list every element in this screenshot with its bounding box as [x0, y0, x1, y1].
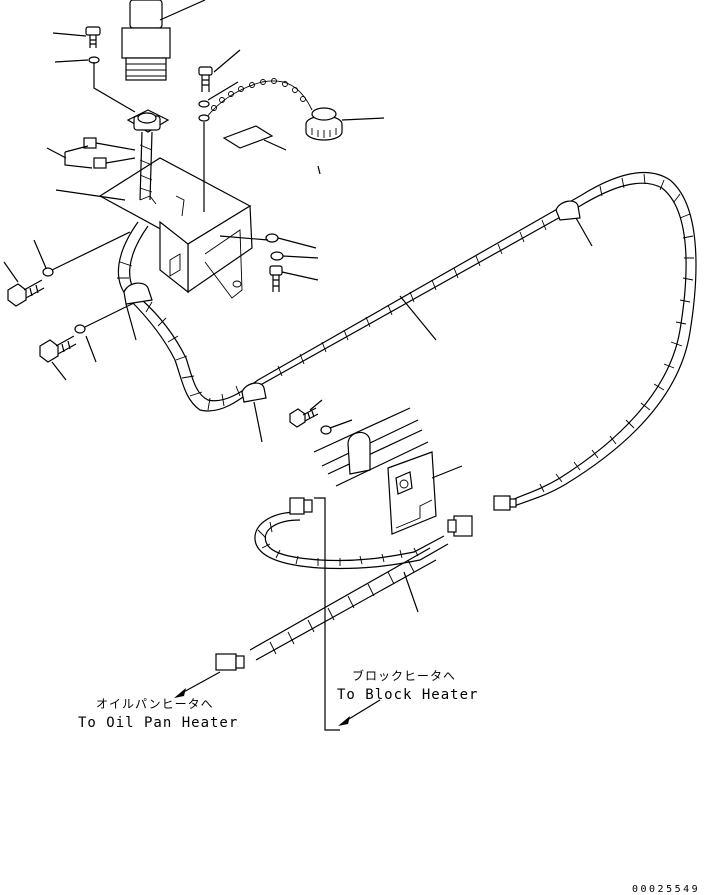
connector-icon	[64, 137, 136, 169]
washer-icon	[198, 114, 210, 122]
cap-icon	[305, 107, 343, 141]
clamp-icon	[313, 407, 437, 535]
oil-pan-heater-label: To Oil Pan Heater	[78, 715, 238, 731]
washer-icon	[74, 324, 86, 334]
bolt-icon	[289, 407, 319, 428]
clamp-icon	[123, 200, 581, 403]
oil-pan-heater-label-jp: オイルパンヒータへ	[96, 697, 214, 711]
drawing-code: 00025549	[632, 884, 700, 895]
block-heater-label: To Block Heater	[337, 687, 478, 703]
chain-icon	[205, 78, 313, 119]
washer-icon	[265, 233, 284, 261]
bolt-icon	[269, 265, 283, 292]
washer-icon	[198, 100, 210, 108]
arrow-icon	[174, 671, 381, 726]
connector-icon	[215, 497, 473, 671]
washer-icon	[42, 267, 54, 277]
washer-icon	[320, 425, 332, 435]
connector-icon	[493, 495, 517, 511]
block-heater-label-jp: ブロックヒータへ	[352, 668, 456, 683]
bracket-icon	[98, 157, 253, 299]
switch-body-icon	[126, 109, 170, 133]
bolt-icon	[198, 66, 213, 92]
bolt-icon	[7, 279, 45, 307]
label-plate-icon	[222, 125, 274, 149]
bolt-icon	[39, 335, 77, 363]
switch-assembly-icon	[121, 0, 206, 81]
bolt-icon	[85, 26, 101, 48]
harness-lower	[249, 511, 449, 661]
